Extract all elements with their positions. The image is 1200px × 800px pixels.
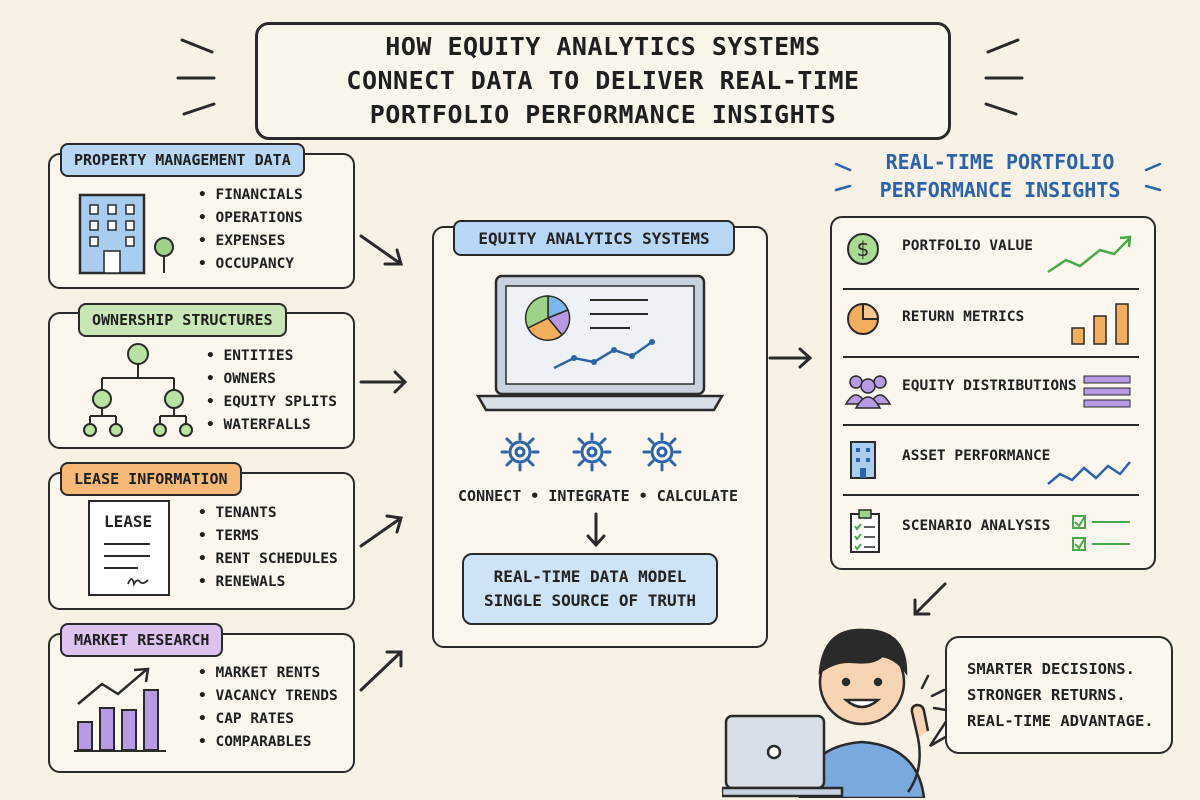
insight-label: SCENARIO ANALYSIS [902, 518, 1051, 534]
source-arrows [359, 234, 408, 692]
insights-title: REAL-TIME PORTFOLIO PERFORMANCE INSIGHTS [830, 148, 1170, 204]
title-line: HOW EQUITY ANALYTICS SYSTEMS [385, 32, 821, 61]
svg-text:$: $ [857, 237, 870, 261]
insight-row [843, 288, 1139, 358]
list-item: COMPARABLES [198, 731, 338, 754]
people-group-icon [844, 375, 892, 409]
bullet-list: FINANCIALS OPERATIONS EXPENSES OCCUPANCY [198, 184, 303, 276]
list-item: RENEWALS [198, 571, 338, 594]
insights-title-line: PERFORMANCE INSIGHTS [879, 178, 1121, 202]
insight-label: PORTFOLIO VALUE [902, 238, 1033, 254]
title-burst-lines [176, 38, 1024, 116]
list-item: EXPENSES [198, 230, 303, 253]
office-building-icon [78, 193, 174, 275]
list-item: EQUITY SPLITS [206, 391, 337, 414]
list-item: MARKET RENTS [198, 662, 338, 685]
speech-bubble: SMARTER DECISIONS. STRONGER RETURNS. REA… [945, 636, 1173, 754]
data-model-box: REAL-TIME DATA MODEL SINGLE SOURCE OF TR… [462, 553, 718, 625]
checkbox-list-icon [1072, 515, 1130, 551]
list-item: OPERATIONS [198, 207, 302, 230]
document-label: LEASE [104, 512, 153, 531]
bar-chart-icon [1071, 303, 1129, 345]
list-item: OCCUPANCY [198, 253, 303, 276]
title-banner: HOW EQUITY ANALYTICS SYSTEMS CONNECT DAT… [255, 22, 951, 140]
model-line: SINGLE SOURCE OF TRUTH [484, 591, 696, 610]
pie-chart-icon [847, 302, 880, 335]
building-icon [850, 441, 876, 479]
gear-icon [500, 432, 540, 472]
model-line: REAL-TIME DATA MODEL [493, 567, 687, 586]
list-item: TERMS [198, 525, 338, 548]
clipboard-checklist-icon [850, 509, 880, 553]
arrow-icon [913, 582, 947, 616]
list-item: FINANCIALS [198, 184, 302, 207]
insight-row [843, 220, 1139, 290]
pie-chart-icon [524, 295, 571, 341]
person-with-laptop-illustration [722, 628, 948, 798]
insight-label: ASSET PERFORMANCE [902, 448, 1051, 464]
laptop-dashboard-icon [475, 274, 725, 412]
list-item: OWNERS [206, 368, 337, 391]
source-tag: MARKET RESEARCH [60, 623, 224, 657]
insights-title-dashes [834, 162, 1162, 192]
list-item: CAP RATES [198, 708, 338, 731]
lease-document-icon: LEASE [88, 500, 170, 596]
insight-row [843, 426, 1139, 496]
wave-trend-icon [1047, 461, 1131, 485]
list-item: TENANTS [198, 502, 338, 525]
source-tag: PROPERTY MANAGEMENT DATA [60, 143, 305, 177]
arrow-icon [359, 650, 403, 692]
bubble-line: SMARTER DECISIONS. [967, 660, 1135, 678]
down-arrow-icon [586, 512, 606, 548]
bullet-list: TENANTS TERMS RENT SCHEDULES RENEWALS [198, 502, 338, 594]
bullet-list: MARKET RENTS VACANCY TRENDS CAP RATES CO… [198, 662, 338, 754]
insight-label: EQUITY DISTRIBUTIONS [902, 378, 1077, 394]
center-tag: EQUITY ANALYTICS SYSTEMS [453, 220, 735, 256]
arrow-icon [359, 234, 403, 266]
insight-label: RETURN METRICS [902, 309, 1025, 325]
arrow-icon [359, 516, 403, 548]
gear-icon [642, 432, 682, 472]
org-chart-icon [83, 343, 193, 437]
list-item: RENT SCHEDULES [198, 548, 337, 571]
bar-chart-trend-icon [74, 667, 166, 752]
title-line: PORTFOLIO PERFORMANCE INSIGHTS [369, 100, 837, 129]
source-tag: OWNERSHIP STRUCTURES [78, 303, 287, 337]
list-bars-icon [1083, 375, 1131, 408]
dollar-icon: $ [847, 233, 879, 265]
bubble-line: REAL-TIME ADVANTAGE. [967, 712, 1154, 730]
source-tag: LEASE INFORMATION [60, 462, 242, 496]
arrow-icon [768, 347, 813, 369]
list-item: VACANCY TRENDS [198, 685, 337, 708]
insights-title-line: REAL-TIME PORTFOLIO [885, 150, 1115, 174]
list-item: WATERFALLS [206, 414, 337, 437]
document-lines [104, 543, 150, 587]
trend-up-line-icon [1047, 235, 1132, 274]
gears-row [500, 432, 682, 472]
gear-icon [572, 432, 612, 472]
process-steps: CONNECT • INTEGRATE • CALCULATE [458, 487, 738, 505]
list-item: ENTITIES [206, 345, 337, 368]
bullet-list: ENTITIES OWNERS EQUITY SPLITS WATERFALLS [206, 345, 337, 437]
bubble-line: STRONGER RETURNS. [967, 686, 1126, 704]
insight-row [843, 356, 1139, 426]
title-line: CONNECT DATA TO DELIVER REAL-TIME [346, 66, 860, 95]
